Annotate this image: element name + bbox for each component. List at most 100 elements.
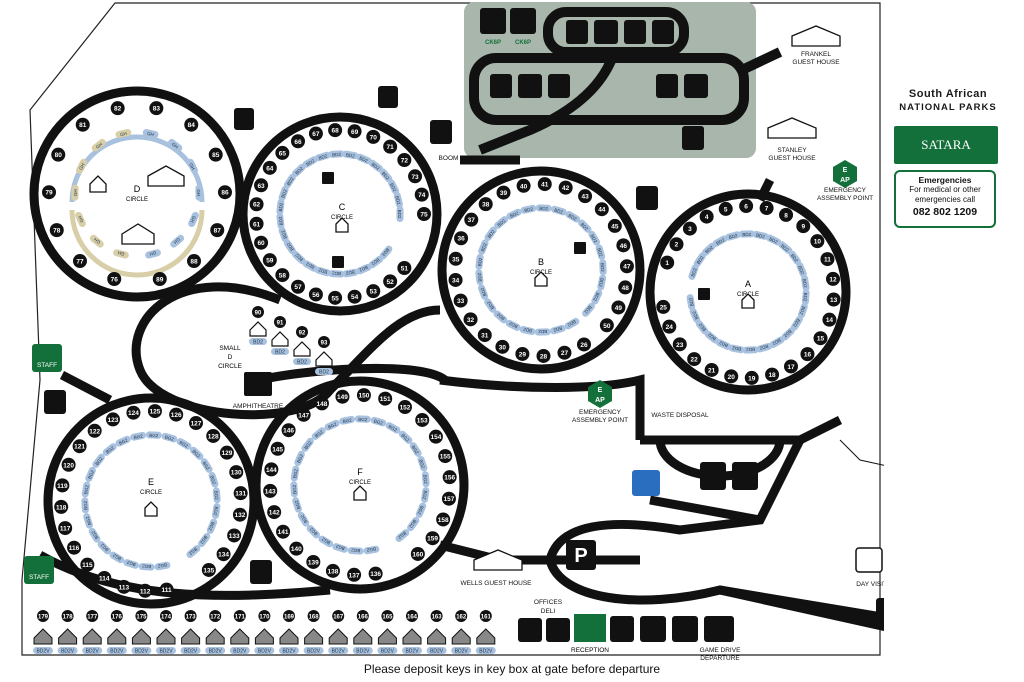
site-marker[interactable]	[275, 268, 290, 283]
chalet-number-marker[interactable]	[135, 610, 148, 622]
site-marker[interactable]	[796, 219, 811, 234]
site-marker[interactable]	[463, 312, 478, 327]
site-marker[interactable]	[249, 197, 264, 212]
site-marker[interactable]	[325, 563, 340, 578]
site-marker[interactable]	[110, 101, 125, 116]
site-marker[interactable]	[61, 457, 76, 472]
site-marker[interactable]	[227, 528, 242, 543]
chalet-number-marker[interactable]	[455, 610, 468, 622]
site-marker[interactable]	[656, 299, 671, 314]
site-marker[interactable]	[356, 388, 371, 403]
site-marker[interactable]	[557, 345, 572, 360]
chalet-number-marker[interactable]	[318, 336, 330, 348]
site-marker[interactable]	[669, 237, 684, 252]
site-marker[interactable]	[335, 389, 350, 404]
site-marker[interactable]	[619, 259, 634, 274]
site-marker[interactable]	[398, 400, 412, 415]
site-marker[interactable]	[291, 279, 305, 294]
site-marker[interactable]	[210, 223, 225, 238]
site-marker[interactable]	[328, 123, 343, 138]
site-marker[interactable]	[744, 370, 759, 385]
site-marker[interactable]	[262, 160, 277, 175]
site-marker[interactable]	[201, 562, 216, 577]
site-marker[interactable]	[408, 169, 423, 184]
site-marker[interactable]	[759, 201, 774, 216]
chalet-number-marker[interactable]	[258, 610, 271, 622]
chalet-number-marker[interactable]	[184, 610, 197, 622]
site-marker[interactable]	[599, 318, 614, 333]
site-marker[interactable]	[618, 280, 633, 295]
chalet-number-marker[interactable]	[430, 610, 443, 622]
site-marker[interactable]	[822, 312, 837, 327]
site-marker[interactable]	[97, 570, 112, 585]
site-marker[interactable]	[275, 145, 290, 160]
site-marker[interactable]	[233, 486, 248, 501]
site-marker[interactable]	[699, 209, 714, 224]
site-marker[interactable]	[263, 483, 278, 498]
site-marker[interactable]	[87, 423, 102, 438]
site-marker[interactable]	[682, 221, 697, 236]
chalet-number-marker[interactable]	[37, 610, 49, 622]
site-marker[interactable]	[825, 271, 840, 286]
site-marker[interactable]	[594, 202, 609, 217]
site-marker[interactable]	[216, 547, 231, 562]
site-marker[interactable]	[306, 554, 321, 569]
site-marker[interactable]	[537, 177, 552, 192]
site-marker[interactable]	[611, 300, 626, 315]
site-marker[interactable]	[232, 507, 247, 522]
site-marker[interactable]	[72, 254, 87, 269]
site-marker[interactable]	[187, 254, 202, 269]
site-marker[interactable]	[704, 362, 719, 377]
site-marker[interactable]	[347, 567, 362, 582]
chalet-number-marker[interactable]	[61, 610, 74, 622]
site-marker[interactable]	[813, 331, 828, 346]
site-marker[interactable]	[436, 512, 451, 527]
site-marker[interactable]	[254, 178, 269, 193]
site-marker[interactable]	[264, 462, 279, 477]
site-marker[interactable]	[159, 582, 174, 597]
site-marker[interactable]	[438, 449, 453, 464]
site-marker[interactable]	[75, 117, 90, 132]
site-marker[interactable]	[308, 287, 323, 302]
site-marker[interactable]	[672, 337, 687, 352]
site-marker[interactable]	[558, 180, 573, 195]
site-marker[interactable]	[784, 359, 798, 374]
site-marker[interactable]	[442, 470, 457, 485]
site-marker[interactable]	[126, 405, 141, 420]
site-marker[interactable]	[800, 347, 815, 362]
site-marker[interactable]	[116, 579, 131, 594]
site-marker[interactable]	[425, 531, 440, 546]
site-marker[interactable]	[397, 153, 412, 168]
chalet-number-marker[interactable]	[233, 610, 246, 622]
site-marker[interactable]	[72, 439, 87, 454]
chalet-number-marker[interactable]	[479, 610, 492, 622]
site-marker[interactable]	[414, 187, 429, 202]
site-marker[interactable]	[464, 212, 479, 227]
site-marker[interactable]	[607, 218, 622, 233]
chalet-number-marker[interactable]	[332, 610, 345, 622]
chalet-number-marker[interactable]	[110, 610, 123, 622]
site-marker[interactable]	[276, 524, 291, 539]
site-marker[interactable]	[724, 369, 739, 384]
site-marker[interactable]	[281, 423, 296, 438]
site-marker[interactable]	[616, 238, 631, 253]
site-marker[interactable]	[515, 346, 530, 361]
site-marker[interactable]	[206, 428, 221, 443]
site-marker[interactable]	[254, 235, 269, 250]
site-marker[interactable]	[415, 412, 430, 427]
site-marker[interactable]	[441, 491, 456, 506]
site-marker[interactable]	[383, 274, 398, 289]
site-marker[interactable]	[55, 478, 70, 493]
site-marker[interactable]	[54, 499, 69, 514]
chalet-number-marker[interactable]	[283, 610, 295, 622]
site-marker[interactable]	[496, 185, 511, 200]
chalet-number-marker[interactable]	[307, 610, 320, 622]
site-marker[interactable]	[328, 290, 343, 305]
site-marker[interactable]	[478, 197, 493, 212]
site-marker[interactable]	[308, 126, 323, 141]
site-marker[interactable]	[410, 546, 425, 561]
site-marker[interactable]	[67, 540, 82, 555]
site-marker[interactable]	[149, 101, 164, 116]
chalet-number-marker[interactable]	[209, 610, 222, 622]
site-marker[interactable]	[495, 339, 510, 354]
